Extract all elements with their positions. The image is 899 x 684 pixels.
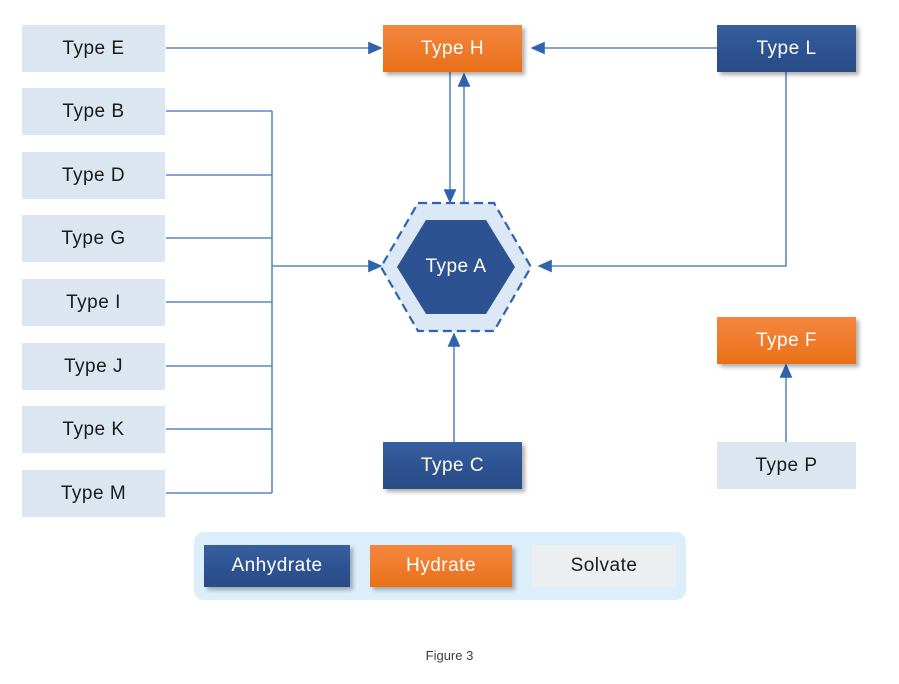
legend-item-solvate[interactable]: Solvate: [532, 545, 676, 587]
node-type-l[interactable]: Type L: [717, 25, 856, 72]
node-type-h[interactable]: Type H: [383, 25, 522, 72]
node-type-a[interactable]: Type A: [378, 200, 534, 334]
node-type-j-label: Type J: [64, 355, 123, 377]
legend-label-hydrate: Hydrate: [405, 555, 477, 576]
node-type-k-label: Type K: [62, 418, 125, 440]
edge-type-l-to-type-a: [537, 72, 787, 273]
legend-item-anhydrate[interactable]: Anhydrate: [204, 545, 350, 587]
node-type-l-label: Type L: [756, 37, 817, 59]
node-type-f[interactable]: Type F: [717, 317, 856, 364]
node-type-e-label: Type E: [62, 37, 125, 59]
node-type-g[interactable]: Type G: [22, 215, 165, 262]
node-type-c[interactable]: Type C: [383, 442, 522, 489]
legend-label-anhydrate: Anhydrate: [231, 555, 323, 576]
node-type-f-label: Type F: [755, 329, 818, 351]
figure-caption: Figure 3: [425, 648, 474, 663]
hexagon-inner-solid: [397, 220, 515, 314]
legend: Anhydrate Hydrate Solvate: [194, 532, 686, 600]
node-type-b-label: Type B: [62, 100, 125, 122]
node-type-b[interactable]: Type B: [22, 88, 165, 135]
legend-label-solvate: Solvate: [570, 555, 638, 576]
node-type-d-label: Type D: [61, 164, 126, 186]
node-type-a-label: Type A: [425, 256, 487, 277]
node-type-e[interactable]: Type E: [22, 25, 165, 72]
node-type-j[interactable]: Type J: [22, 343, 165, 390]
node-type-p-label: Type P: [755, 454, 818, 476]
node-type-c-label: Type C: [420, 454, 485, 476]
node-type-i-label: Type I: [66, 291, 121, 313]
node-type-h-label: Type H: [420, 37, 485, 59]
legend-item-hydrate[interactable]: Hydrate: [370, 545, 512, 587]
node-type-p[interactable]: Type P: [717, 442, 856, 489]
node-type-k[interactable]: Type K: [22, 406, 165, 453]
hexagon-shape: [379, 201, 533, 333]
node-type-i[interactable]: Type I: [22, 279, 165, 326]
node-type-d[interactable]: Type D: [22, 152, 165, 199]
node-type-m[interactable]: Type M: [22, 470, 165, 517]
node-type-m-label: Type M: [60, 482, 127, 504]
node-type-g-label: Type G: [61, 227, 126, 249]
